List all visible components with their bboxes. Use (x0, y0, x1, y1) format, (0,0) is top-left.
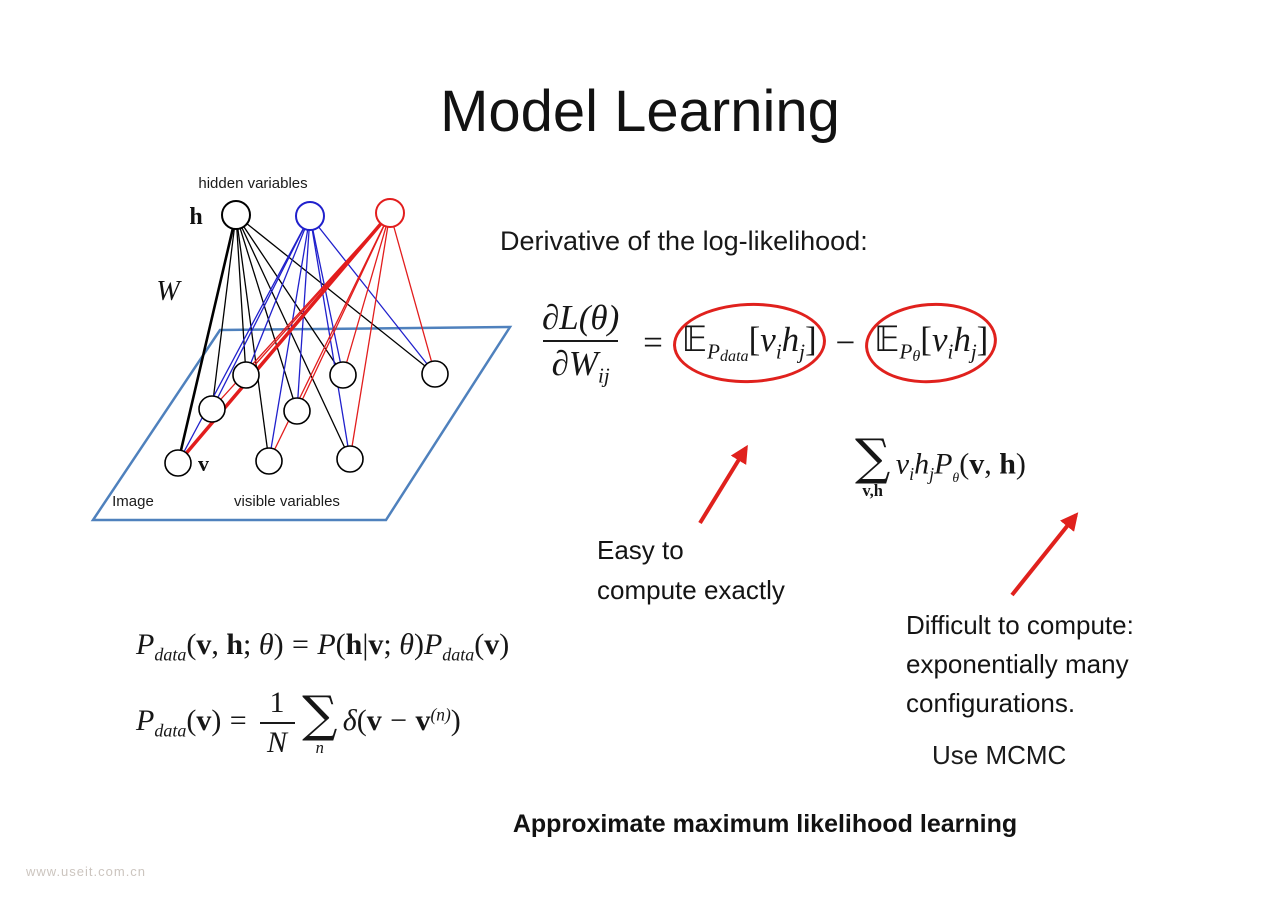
w-label: W (156, 276, 182, 307)
hidden-variables-label: hidden variables (198, 175, 307, 192)
equals-sign: = (643, 322, 663, 362)
page-title: Model Learning (440, 79, 840, 144)
visible-unit (255, 447, 283, 475)
pdata-joint-formula: Pdata(v, h; θ)=P(h|v; θ)Pdata(v) (136, 628, 510, 665)
hidden-unit-blue (295, 201, 325, 231)
hidden-unit-black (221, 200, 251, 230)
visible-units-group (164, 360, 449, 477)
weights-blue-group (177, 215, 436, 464)
watermark: www.useit.com.cn (26, 864, 147, 879)
gradient-lhs-fraction: ∂L(θ)∂Wij (542, 298, 620, 388)
h-label: h (189, 204, 202, 230)
hidden-unit-red (375, 198, 405, 228)
arrow-easy (698, 444, 748, 525)
arrow-difficult (1010, 512, 1079, 597)
visible-unit (421, 360, 449, 388)
minus-sign: − (835, 322, 856, 362)
approx-ml-caption: Approximate maximum likelihood learning (512, 810, 1018, 838)
visible-unit (198, 395, 226, 423)
image-label: Image (112, 493, 154, 510)
visible-unit (329, 361, 357, 389)
rbm-diagram: hidden variables h W v Image visible var… (90, 175, 513, 522)
derivative-caption: Derivative of the log-likelihood: (500, 226, 868, 256)
visible-unit (232, 361, 260, 389)
easy-note: Easy to compute exactly (597, 535, 785, 606)
visible-variables-label: visible variables (234, 493, 340, 510)
visible-unit (283, 397, 311, 425)
weights-black-group (176, 214, 436, 464)
v-label: v (198, 451, 209, 476)
visible-unit (164, 449, 192, 477)
mcmc-note: Use MCMC (932, 740, 1067, 770)
expectation-data-term: 𝔼Pdata[vihj] (671, 300, 828, 386)
gradient-formula: ∂L(θ)∂Wij = 𝔼Pdata[vihj] − 𝔼Pθ[vihj] (528, 298, 1000, 388)
difficult-note: Difficult to compute: exponentially many… (906, 610, 1134, 718)
expectation-model-term: 𝔼Pθ[vihj] (862, 298, 1000, 388)
visible-unit (336, 445, 364, 473)
